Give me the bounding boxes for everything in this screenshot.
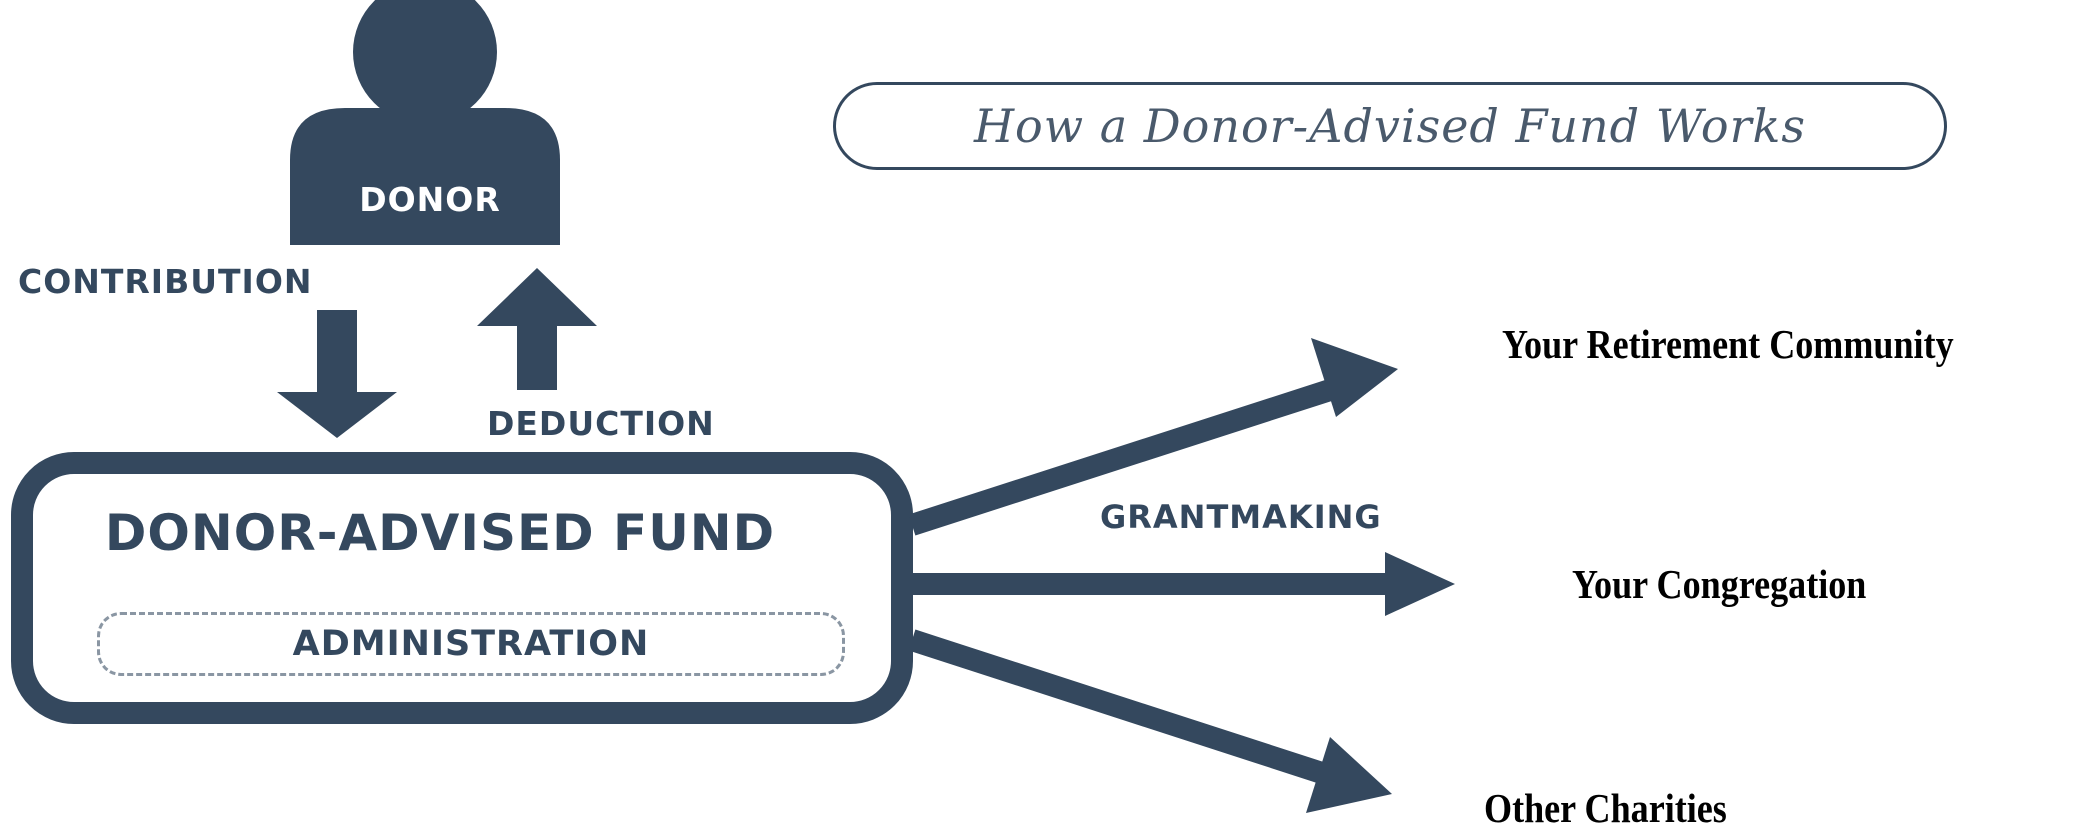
deduction-label: DEDUCTION	[487, 404, 715, 443]
administration-box: ADMINISTRATION	[97, 612, 845, 676]
destination-retirement-community: Your Retirement Community	[1502, 321, 1954, 367]
destination-other-charities: Other Charities	[1484, 785, 1727, 831]
deduction-arrow	[477, 268, 597, 390]
contribution-label: CONTRIBUTION	[18, 262, 313, 301]
diagram-title: How a Donor-Advised Fund Works	[973, 99, 1807, 153]
grantmaking-label: GRANTMAKING	[1100, 498, 1382, 536]
donor-label: DONOR	[359, 180, 501, 219]
contribution-arrow	[277, 310, 397, 438]
title-banner: How a Donor-Advised Fund Works	[833, 82, 1947, 170]
administration-label: ADMINISTRATION	[292, 624, 650, 664]
grant-arrow-congregation	[912, 552, 1455, 616]
fund-box	[11, 452, 913, 724]
grant-arrow-other-charities	[908, 629, 1392, 813]
destination-congregation: Your Congregation	[1572, 561, 1867, 607]
donor-body	[290, 108, 560, 245]
donor-figure	[290, 0, 560, 245]
fund-title: DONOR-ADVISED FUND	[104, 504, 776, 562]
grant-arrow-retirement	[908, 338, 1398, 536]
donor-head	[353, 0, 497, 124]
